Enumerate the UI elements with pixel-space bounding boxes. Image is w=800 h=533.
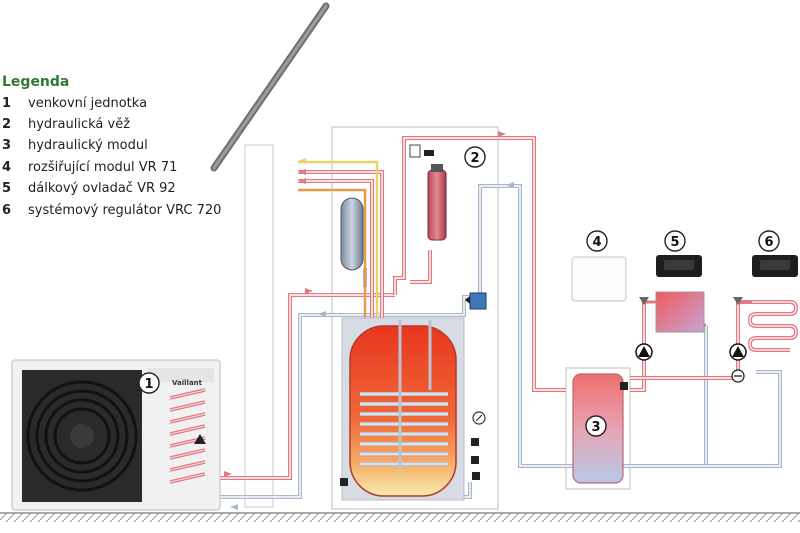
valve-icon bbox=[409, 144, 434, 158]
radiator-circuit bbox=[635, 291, 706, 361]
callout-3: 3 bbox=[585, 415, 607, 437]
legend-item: 6 systémový regulátor VRC 720 bbox=[2, 203, 221, 218]
fitting bbox=[620, 382, 628, 390]
flow-arrow bbox=[506, 182, 514, 188]
outdoor-unit: Vaillant bbox=[11, 359, 221, 511]
flow-arrow bbox=[230, 504, 238, 510]
fitting bbox=[471, 438, 479, 446]
radiator-icon bbox=[655, 291, 705, 333]
roof-highlight bbox=[212, 4, 328, 170]
legend-item-label: hydraulický modul bbox=[28, 138, 148, 153]
legend-item-label: hydraulická věž bbox=[28, 117, 130, 132]
flow-arrows bbox=[224, 131, 514, 510]
legend-item-label: systémový regulátor VRC 720 bbox=[28, 203, 221, 218]
house-outline bbox=[210, 2, 330, 508]
flow-arrow bbox=[318, 311, 326, 317]
callout-number: 6 bbox=[764, 235, 773, 250]
legend-item: 5 dálkový ovladač VR 92 bbox=[2, 181, 176, 196]
system-controller-vrc720 bbox=[752, 255, 798, 277]
flow-arrow bbox=[298, 178, 306, 184]
flow-arrow bbox=[498, 131, 506, 137]
valve-icon bbox=[733, 297, 743, 305]
flow-arrow bbox=[305, 288, 313, 294]
callout-6: 6 bbox=[758, 230, 780, 252]
legend-item-number: 3 bbox=[2, 138, 11, 153]
mixing-valve-icon bbox=[731, 369, 745, 383]
flow-arrow bbox=[298, 158, 306, 164]
legend-item: 3 hydraulický modul bbox=[2, 138, 148, 153]
heat-exchanger-coil bbox=[169, 388, 206, 484]
expansion-vessel-icon bbox=[340, 197, 364, 271]
callout-number: 1 bbox=[144, 377, 153, 392]
legend-item-number: 5 bbox=[2, 181, 11, 196]
fan-icon bbox=[26, 380, 138, 492]
exterior-wall bbox=[244, 144, 274, 508]
floor-heating-coil-icon bbox=[747, 300, 799, 352]
legend-item: 2 hydraulická věž bbox=[2, 117, 130, 132]
valve-icon bbox=[639, 297, 649, 305]
three-way-valve-icon bbox=[465, 292, 487, 310]
heating-element-icon bbox=[427, 169, 447, 241]
legend-item: 4 rozšiřující modul VR 71 bbox=[2, 160, 177, 175]
valve-icon bbox=[194, 434, 206, 444]
callout-4: 4 bbox=[586, 230, 608, 252]
tank-coil bbox=[360, 320, 448, 470]
legend-item-label: dálkový ovladač VR 92 bbox=[28, 181, 176, 196]
hydraulic-tower-internals bbox=[340, 144, 487, 501]
fitting bbox=[472, 472, 480, 480]
floor-heating-circuit bbox=[729, 297, 799, 383]
flow-arrow bbox=[224, 471, 232, 477]
legend-item-number: 4 bbox=[2, 160, 11, 175]
callout-1: 1 bbox=[138, 372, 160, 394]
legend-item-number: 2 bbox=[2, 117, 11, 132]
warm-water-line bbox=[298, 188, 367, 320]
callout-number: 3 bbox=[591, 420, 600, 435]
legend-item-label: venkovní jednotka bbox=[28, 96, 147, 111]
flow-arrow bbox=[298, 169, 306, 175]
pump-icon bbox=[729, 343, 747, 361]
callout-number: 4 bbox=[592, 235, 601, 250]
legend-title: Legenda bbox=[2, 74, 69, 90]
cold-water-line bbox=[298, 160, 379, 320]
remote-control-vr92 bbox=[656, 255, 702, 277]
brand-label: Vaillant bbox=[172, 379, 203, 387]
ground-hatch bbox=[0, 513, 800, 522]
ground bbox=[0, 512, 800, 522]
pump-icon bbox=[635, 343, 653, 361]
expansion-module-vr71 bbox=[571, 256, 627, 302]
legend-item-number: 6 bbox=[2, 203, 11, 218]
legend-item-number: 1 bbox=[2, 96, 11, 111]
callout-number: 2 bbox=[470, 151, 479, 166]
callout-2: 2 bbox=[464, 146, 486, 168]
legend: Legenda 1 venkovní jednotka 2 hydraulick… bbox=[2, 74, 221, 218]
legend-item-label: rozšiřující modul VR 71 bbox=[28, 160, 177, 175]
fitting bbox=[340, 478, 348, 486]
callout-number: 5 bbox=[670, 235, 679, 250]
callout-5: 5 bbox=[664, 230, 686, 252]
fitting bbox=[471, 456, 479, 464]
legend-item: 1 venkovní jednotka bbox=[2, 96, 147, 111]
brand-plate bbox=[148, 368, 214, 382]
dhw-tank bbox=[349, 325, 457, 497]
hot-pipes bbox=[200, 136, 740, 480]
thermometer-icon bbox=[472, 411, 486, 425]
domestic-water-lines bbox=[298, 160, 379, 320]
